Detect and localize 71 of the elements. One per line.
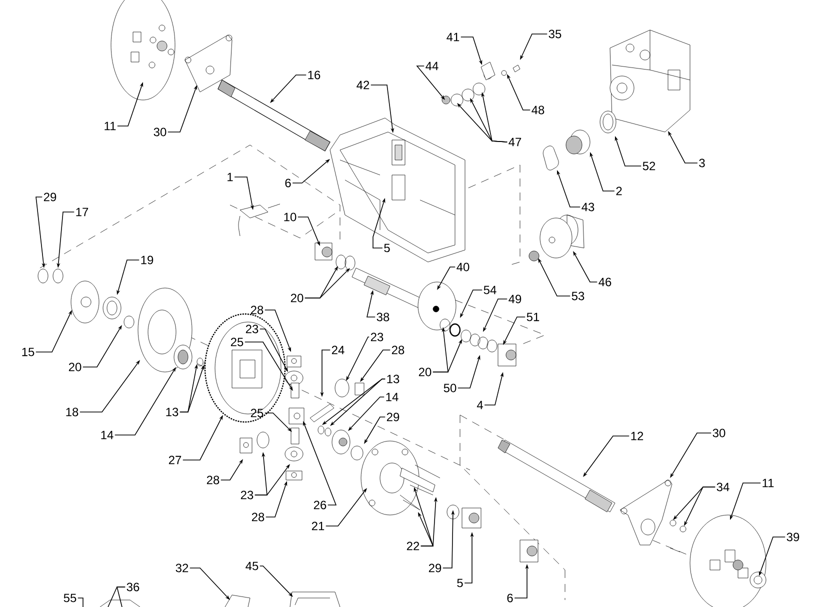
leader-line	[77, 598, 84, 607]
callout-number: 28	[250, 306, 264, 314]
callout-number: 22	[406, 542, 420, 550]
callout-number: 6	[507, 594, 513, 602]
callout-number: 23	[370, 332, 384, 342]
leader-line	[259, 566, 293, 597]
callout-number: 32	[176, 564, 188, 572]
callout-number: 30	[154, 128, 166, 136]
callout-number: 51	[526, 312, 540, 322]
callout-number: 12	[631, 432, 644, 440]
callout-number: 28	[392, 346, 404, 354]
leader-line	[304, 268, 350, 298]
callout-number: 41	[446, 32, 460, 42]
callout-number: 23	[246, 324, 258, 334]
callout-number: 45	[246, 562, 258, 570]
callout-number: 6	[285, 178, 291, 188]
callout-number: 11	[104, 122, 116, 130]
callout-number: 20	[290, 294, 304, 302]
callout-number: 42	[356, 80, 370, 90]
callout-number: 20	[418, 368, 432, 376]
callout-number: 29	[428, 564, 442, 572]
leader-line	[348, 396, 385, 431]
callout-number: 43	[582, 202, 594, 212]
callout-number: 5	[384, 244, 390, 252]
callout-number: 53	[572, 292, 584, 300]
callout-number: 25	[230, 338, 244, 346]
callout-number: 48	[532, 106, 544, 114]
callout-number: 17	[76, 208, 88, 216]
callout-number: 11	[762, 478, 774, 488]
callout-number: 49	[508, 294, 522, 304]
callout-number: 28	[252, 512, 264, 522]
callout-number: 38	[376, 312, 390, 322]
callout-number: 36	[126, 582, 140, 592]
callout-number: 50	[444, 384, 456, 392]
callout-number: 27	[168, 456, 182, 464]
callout-number: 13	[387, 374, 400, 384]
callout-number: 29	[44, 192, 56, 202]
callout-number: 30	[712, 428, 726, 438]
callout-number: 1	[228, 172, 233, 182]
callout-number: 23	[240, 490, 254, 500]
callout-number: 3	[699, 158, 705, 168]
callout-number: 2	[616, 186, 622, 196]
callout-number: 54	[484, 286, 496, 294]
callout-number: 21	[312, 522, 324, 530]
callout-number: 29	[386, 412, 400, 422]
callout-number: 40	[456, 262, 470, 272]
callout-number: 14	[386, 392, 398, 402]
callout-number: 18	[66, 408, 78, 416]
callout-number: 35	[548, 30, 562, 38]
callout-number: 44	[426, 62, 438, 70]
leader-line	[264, 412, 292, 432]
callout-number: 24	[332, 346, 344, 354]
callout-number: 39	[786, 532, 800, 542]
callout-number: 14	[101, 430, 114, 440]
callout-number: 13	[166, 408, 178, 416]
callout-number: 4	[476, 400, 483, 410]
callout-number: 25	[250, 408, 264, 418]
callout-number: 55	[64, 594, 76, 602]
callout-number: 5	[457, 578, 463, 588]
callout-number: 19	[141, 256, 154, 264]
callout-number: 26	[314, 500, 326, 510]
leader-line	[116, 586, 126, 607]
callout-number: 20	[68, 362, 82, 372]
callout-number: 15	[22, 348, 34, 356]
callout-number: 52	[642, 162, 656, 170]
callout-number: 46	[598, 278, 612, 286]
callout-number: 34	[716, 482, 730, 492]
callout-number: 10	[284, 212, 296, 222]
callout-number: 47	[508, 138, 522, 146]
callout-number: 16	[308, 70, 320, 80]
callout-number: 28	[206, 476, 220, 484]
